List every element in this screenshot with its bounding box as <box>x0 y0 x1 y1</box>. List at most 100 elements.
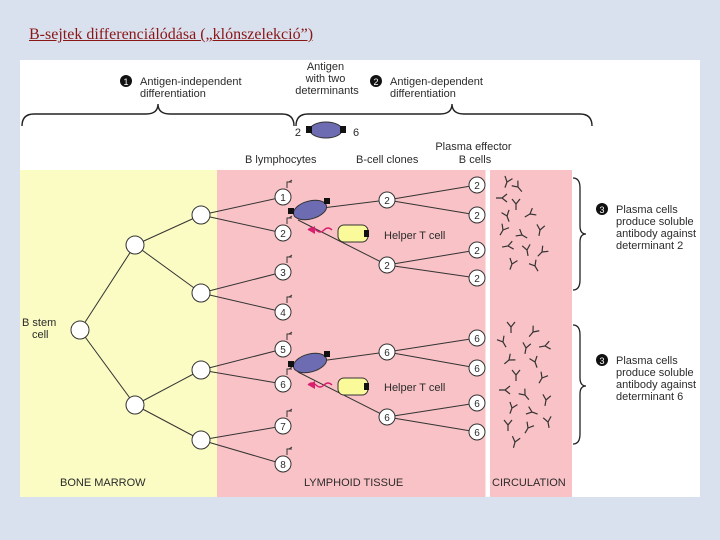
antibody-32 <box>511 435 521 448</box>
antibody-9 <box>536 224 546 237</box>
note-top-line1: Plasma cells <box>616 204 678 216</box>
antibody-20 <box>504 353 516 365</box>
note-bottom-line3: antibody against <box>616 379 696 391</box>
antibody-8 <box>515 228 528 239</box>
antibody-14 <box>528 259 539 272</box>
plasma-cell-6-3-label: 6 <box>474 399 480 410</box>
note-bottom-line1: Plasma cells <box>616 355 678 367</box>
b-cell-clone-6-2 <box>378 408 396 426</box>
helper-t-cell-label-bottom: Helper T cell <box>384 382 445 394</box>
receptor-2 <box>286 215 293 224</box>
antibody-5 <box>501 209 510 222</box>
precursor-cell-3 <box>191 360 211 380</box>
col-plasma-effector: Plasma effector B cells <box>435 141 514 166</box>
b-lymphocyte-2 <box>274 224 292 242</box>
branch-lymph-6 <box>200 369 284 385</box>
progenitor-cell-1 <box>125 235 145 255</box>
branch-stem-1 <box>79 244 136 331</box>
b-cell-clone-6-1 <box>378 343 396 361</box>
branch-lymph-3 <box>200 271 284 294</box>
b-lymphocyte-7 <box>274 417 292 435</box>
branch-plasma-dn-2 <box>386 351 478 369</box>
note-bottom-number: 3 <box>599 356 604 366</box>
stem-cell-label-line1: B stem <box>22 317 56 329</box>
b-lymphocyte-1-label: 1 <box>280 193 286 204</box>
plasma-cell-2-2 <box>468 206 486 224</box>
plasma-cell-2-3-label: 2 <box>474 246 480 257</box>
plasma-cell-2-1-label: 2 <box>474 181 480 192</box>
branch-a1 <box>134 214 202 246</box>
b-cell-clone-2-2 <box>378 256 396 274</box>
col-plasma-effector-line2: B cells <box>459 154 492 166</box>
plasma-cell-6-3 <box>468 394 486 412</box>
antibody-2 <box>511 180 523 192</box>
bone-marrow-zone <box>20 170 217 497</box>
brace-bottom <box>572 324 587 445</box>
lymphoid-tissue-zone <box>217 170 487 497</box>
stem-cell-label-line2: cell <box>32 329 49 341</box>
b-lymphocyte-5-label: 5 <box>280 345 286 356</box>
note-bottom-line2: produce soluble <box>616 367 694 379</box>
col-b-cell-clones: B-cell clones <box>356 154 419 166</box>
plasma-cell-2-1 <box>468 176 486 194</box>
antibody-22 <box>511 369 521 381</box>
b-lymphocyte-8-label: 8 <box>280 460 286 471</box>
antibody-7 <box>499 223 510 236</box>
branch-stem-2 <box>79 329 136 406</box>
antibody-25 <box>518 388 530 400</box>
header-antigen <box>306 121 346 139</box>
clonal-selection-figure: 1 Antigen-independent differentiation An… <box>20 60 700 497</box>
stem-cell-label: B stem cell <box>22 317 59 341</box>
plasma-cell-2-3 <box>468 241 486 259</box>
branch-a2 <box>134 244 202 294</box>
circulating-antibodies <box>496 175 552 448</box>
step2-label-line1: Antigen-dependent <box>390 76 483 88</box>
antigen-label-line3: determinants <box>295 85 359 97</box>
note-top-number: 3 <box>599 205 604 215</box>
receptor-7 <box>286 408 293 417</box>
clonal-selection-diagram: 1 Antigen-independent differentiation An… <box>20 61 696 497</box>
receptor-1 <box>286 179 293 188</box>
step2-label-line2: differentiation <box>390 88 456 100</box>
plasma-cell-6-4 <box>468 423 486 441</box>
plasma-cell-2-2-label: 2 <box>474 211 480 222</box>
note-top-line4: determinant 2 <box>616 240 683 252</box>
helper-t-cell-bottom <box>307 377 369 396</box>
antibody-28 <box>525 406 538 415</box>
step2-number: 2 <box>373 77 378 87</box>
determinant-right-label: 6 <box>353 127 359 139</box>
step1-label-line2: differentiation <box>140 88 206 100</box>
determinant-left-label: 2 <box>295 127 301 139</box>
branch-plasma-dn-4 <box>386 416 478 433</box>
plasma-cell-6-1 <box>468 329 486 347</box>
bracket-antigen-dependent <box>295 103 593 127</box>
receptor-3 <box>286 254 293 263</box>
antibody-18 <box>522 342 532 355</box>
b-lymphocyte-7-label: 7 <box>280 422 286 433</box>
progenitor-cell-2 <box>125 395 145 415</box>
antibody-12 <box>537 245 549 257</box>
antibody-31 <box>542 416 552 429</box>
antibody-3 <box>496 193 508 203</box>
antibody-30 <box>524 421 535 434</box>
antibody-23 <box>538 371 549 384</box>
note-top-line3: antibody against <box>616 228 696 240</box>
branch-b1 <box>134 369 202 406</box>
antibody-19 <box>538 340 551 350</box>
b-cell-clone-2-2-label: 2 <box>384 261 390 272</box>
antibody-21 <box>529 355 538 368</box>
branch-lymph-8 <box>200 439 284 465</box>
branch-plasma-up-4 <box>386 264 478 279</box>
col-b-lymphocytes: B lymphocytes <box>245 154 317 166</box>
b-lymphocyte-8 <box>274 455 292 473</box>
b-lymphocyte-6 <box>274 375 292 393</box>
b-lymphocyte-4 <box>274 303 292 321</box>
antibody-29 <box>503 419 513 431</box>
antibody-13 <box>509 257 518 270</box>
antigen-label-line2: with two <box>305 73 346 85</box>
plasma-cell-6-4-label: 6 <box>474 428 480 439</box>
antibody-24 <box>499 385 511 395</box>
b-lymphocyte-5 <box>274 340 292 358</box>
branch-plasma-up-1 <box>386 184 478 201</box>
